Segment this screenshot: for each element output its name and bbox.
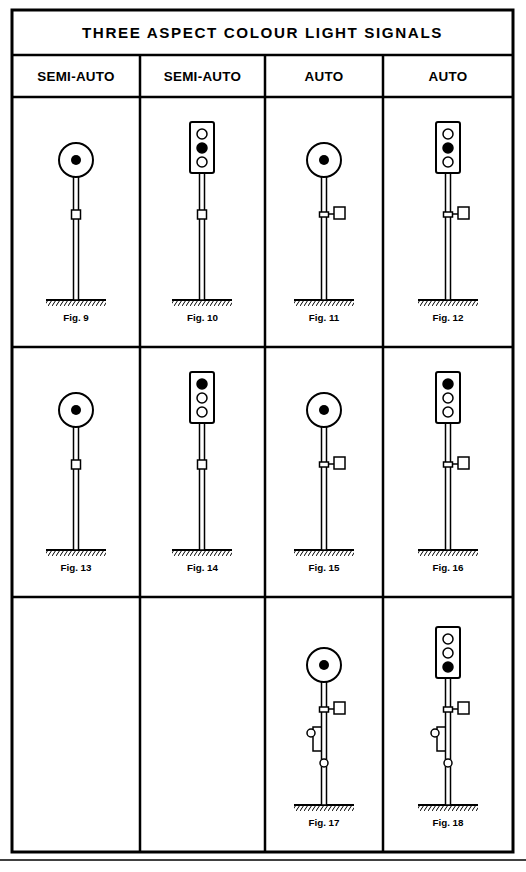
column-header-cell: AUTO [383, 55, 513, 97]
figure-label: Fig. 9 [12, 312, 140, 323]
column-header-cell: SEMI-AUTO [140, 55, 265, 97]
frame [12, 10, 513, 852]
figure-cell: Fig. 13 [12, 347, 140, 597]
grid-line [12, 346, 513, 349]
signal-figure [46, 143, 106, 306]
grid-line [382, 55, 385, 852]
figure-cell: Fig. 15 [265, 347, 383, 597]
grid-line [139, 55, 142, 852]
signal-figure [172, 122, 232, 306]
figure-cell: Fig. 14 [140, 347, 265, 597]
figure-label: Fig. 17 [265, 817, 383, 828]
figure-cell: Fig. 10 [140, 97, 265, 347]
column-header: SEMI-AUTO [12, 69, 140, 84]
figure-cell: Fig. 9 [12, 97, 140, 347]
figure-label: Fig. 16 [383, 562, 513, 573]
column-header: AUTO [265, 69, 383, 84]
signal-figure [418, 122, 478, 306]
signal-figure [46, 393, 106, 556]
figure-label: Fig. 13 [12, 562, 140, 573]
figure-cell: Fig. 11 [265, 97, 383, 347]
column-header: SEMI-AUTO [140, 69, 265, 84]
figure-cell: Fig. 18 [383, 597, 513, 852]
signal-figure [172, 372, 232, 556]
figure-label: Fig. 12 [383, 312, 513, 323]
figure-label: Fig. 10 [140, 312, 265, 323]
signal-figure [294, 143, 354, 306]
grid-line [264, 55, 267, 852]
figure-cell: Fig. 12 [383, 97, 513, 347]
figure-label: Fig. 15 [265, 562, 383, 573]
signal-figure [294, 393, 354, 556]
table-title: THREE ASPECT COLOUR LIGHT SIGNALS [14, 12, 511, 53]
column-header-cell: SEMI-AUTO [12, 55, 140, 97]
figure-cell: Fig. 17 [265, 597, 383, 852]
figure-cell: Fig. 16 [383, 347, 513, 597]
column-header: AUTO [383, 69, 513, 84]
column-header-cell: AUTO [265, 55, 383, 97]
figure-label: Fig. 14 [140, 562, 265, 573]
grid-line [12, 596, 513, 599]
page-rule [0, 859, 526, 861]
grid-line [12, 96, 513, 99]
figure-label: Fig. 11 [265, 312, 383, 323]
figure-label: Fig. 18 [383, 817, 513, 828]
signal-figure [294, 648, 354, 811]
grid-line [12, 54, 513, 57]
signal-figure [418, 627, 478, 811]
signal-figure [418, 372, 478, 556]
